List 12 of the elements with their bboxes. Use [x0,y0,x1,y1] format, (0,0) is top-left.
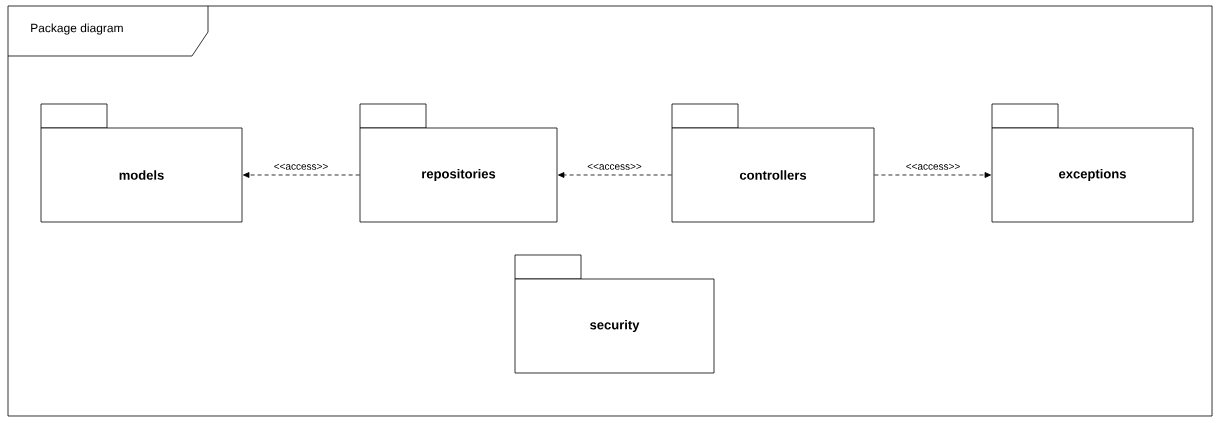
edge-label: <<access>> [272,162,330,171]
dashed-arrow [243,172,360,178]
dashed-arrow [558,172,672,178]
package-box: repositories [359,103,558,223]
edge-label: <<access>> [904,162,962,171]
dashed-arrow [874,172,991,178]
frame-title: Package diagram [7,5,209,57]
package-box: models [40,103,243,223]
package-box: exceptions [991,103,1194,223]
package-box: security [514,254,715,374]
package-box: controllers [671,103,875,223]
edge-label: <<access>> [586,162,643,171]
